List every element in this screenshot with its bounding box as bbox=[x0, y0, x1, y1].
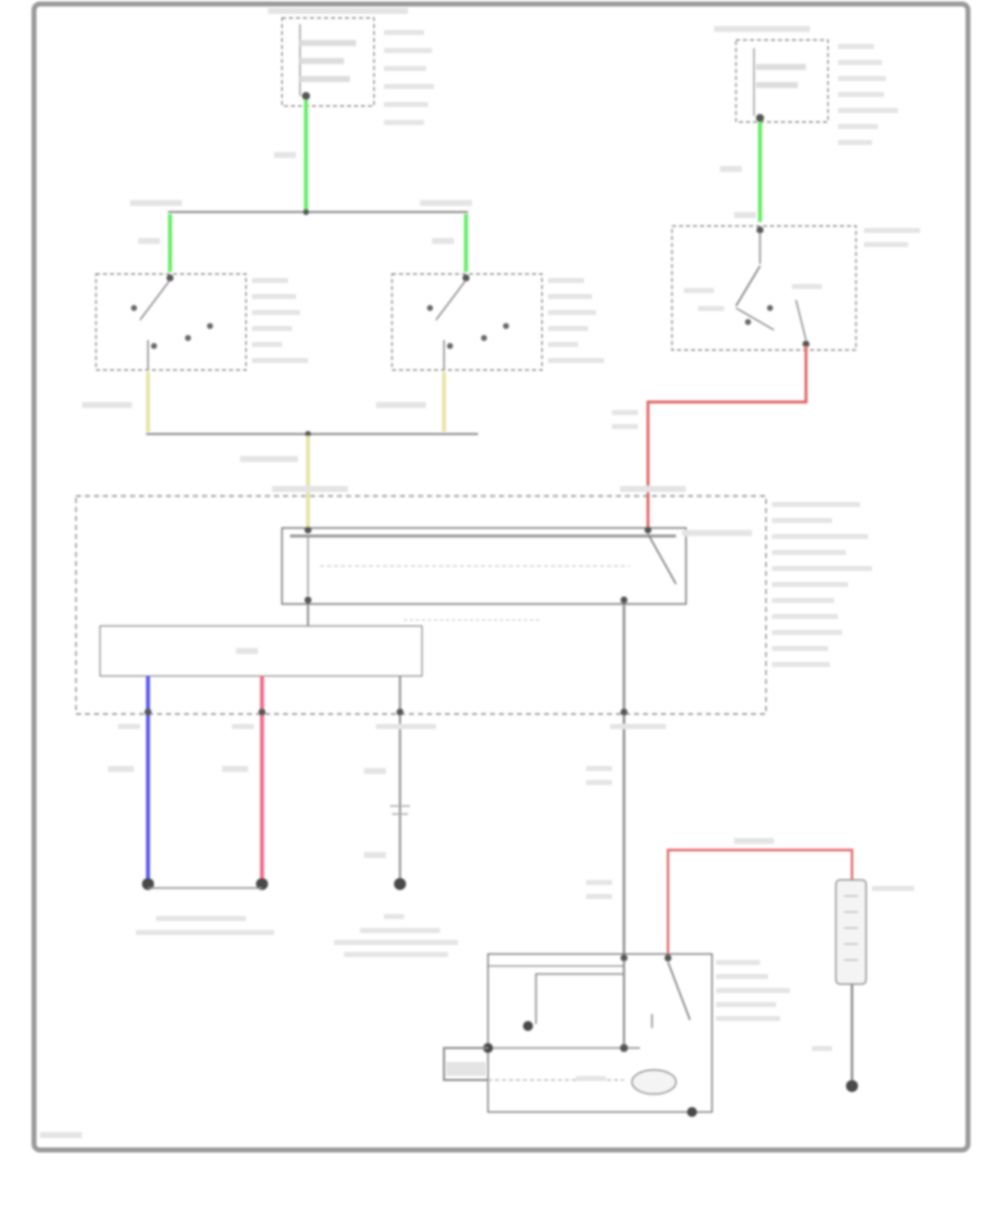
wire-red-relay bbox=[646, 346, 808, 528]
lower-assembly bbox=[443, 953, 790, 1117]
corner-code bbox=[40, 1132, 82, 1138]
right-switch-box bbox=[391, 273, 604, 371]
top-right-fuse-block bbox=[714, 26, 898, 145]
ground-dot-right bbox=[846, 1080, 858, 1092]
ground-dot-blue bbox=[142, 878, 154, 890]
wire-red-lower bbox=[666, 848, 854, 954]
ground-dot-mid bbox=[394, 878, 406, 890]
right-element bbox=[812, 879, 914, 1092]
diagram-frame bbox=[31, 1, 971, 1153]
right-side-switch-box bbox=[671, 225, 920, 351]
relay-box bbox=[281, 527, 687, 605]
left-switch-box bbox=[95, 273, 308, 371]
cpu-box bbox=[99, 625, 423, 677]
control-module-enclosure bbox=[75, 495, 872, 715]
top-power-block bbox=[268, 8, 434, 125]
ground-dot-pink bbox=[256, 878, 268, 890]
